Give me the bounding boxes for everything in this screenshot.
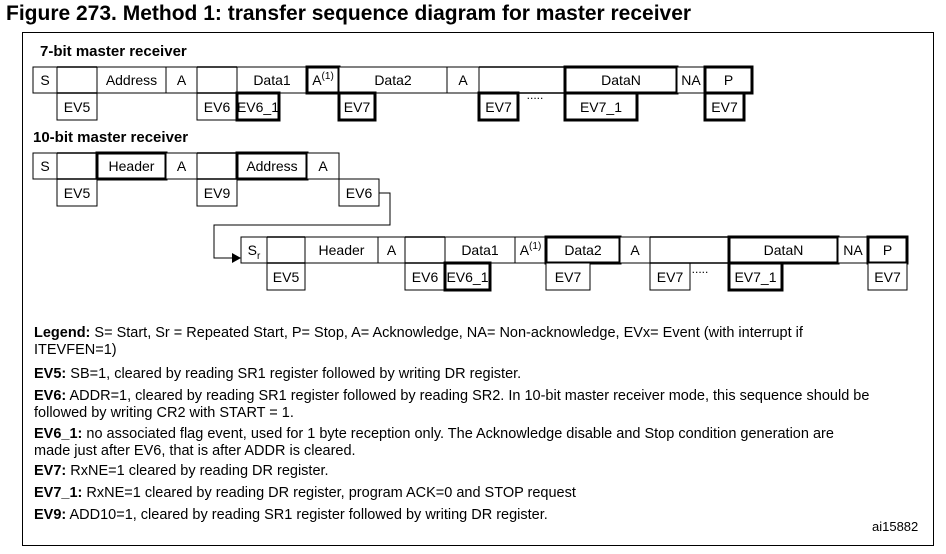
event-box — [266, 262, 306, 291]
frame-box — [619, 236, 651, 264]
frame-label: A — [177, 72, 187, 88]
frame-box — [306, 152, 340, 180]
event-label: EV5 — [64, 185, 91, 201]
frame-box — [240, 236, 268, 264]
frame-box — [32, 152, 58, 180]
event-box — [563, 91, 639, 122]
section-7bit-label: 7-bit master receiver — [40, 43, 187, 60]
frame-box — [703, 65, 754, 95]
frame-box — [96, 66, 167, 94]
event-box — [196, 178, 238, 207]
frame-label: S — [40, 158, 49, 174]
event-box — [545, 262, 591, 291]
frame-box — [563, 65, 679, 95]
continuation-dots: ..... — [527, 88, 544, 102]
event-box — [867, 262, 908, 291]
frame-label: Header — [109, 158, 155, 174]
event-box — [235, 91, 281, 122]
frame-box — [837, 236, 869, 264]
frame-label: NA — [681, 72, 701, 88]
section-10bit-label: 10-bit master receiver — [33, 129, 189, 146]
event-label: EV7 — [485, 99, 512, 115]
frame-label: DataN — [601, 72, 641, 88]
frame-box — [165, 152, 198, 180]
event-box — [649, 262, 691, 291]
event-label: EV7 — [555, 269, 582, 285]
legend-line: Legend: S= Start, Sr = Repeated Start, P… — [34, 325, 803, 358]
arrow-head-icon — [232, 253, 241, 263]
figure-title: Figure 273. Method 1: transfer sequence … — [6, 2, 692, 25]
connector-line — [213, 192, 391, 259]
frame-box — [32, 66, 58, 94]
frame-label: P — [883, 242, 892, 258]
event-box — [703, 91, 746, 122]
event-label: EV7 — [657, 269, 684, 285]
frame-label: A — [387, 242, 397, 258]
event-label: EV6_1 — [446, 269, 488, 285]
event-box — [477, 91, 520, 122]
event-label: EV6 — [412, 269, 439, 285]
frame-label: DataN — [764, 242, 804, 258]
frame-label: Data2 — [564, 242, 602, 258]
event-box — [443, 261, 492, 292]
event-label: EV7_1 — [734, 269, 776, 285]
frame-label: Data1 — [253, 72, 291, 88]
frame-label: A — [630, 242, 640, 258]
frame-box — [676, 66, 706, 94]
event-box — [337, 91, 377, 122]
frame-box — [377, 236, 406, 264]
figure-frame — [22, 32, 934, 546]
frame-box — [304, 236, 379, 264]
frame-box — [236, 66, 308, 94]
frame-box — [165, 66, 198, 94]
frame-box — [446, 66, 480, 94]
frame-label: Data2 — [374, 72, 412, 88]
legend-ev5: EV5: SB=1, cleared by reading SR1 regist… — [34, 366, 522, 382]
event-label: EV7 — [711, 99, 738, 115]
event-label: EV5 — [273, 269, 300, 285]
event-label: EV6_1 — [237, 99, 279, 115]
event-label: EV7 — [874, 269, 901, 285]
figure-code: ai15882 — [872, 519, 919, 534]
frame-label: A — [458, 72, 468, 88]
event-label: EV7_1 — [580, 99, 622, 115]
frame-label: P — [724, 72, 733, 88]
frame-label: A — [318, 158, 328, 174]
event-label: EV9 — [204, 185, 231, 201]
event-label: EV6 — [204, 99, 231, 115]
frame-box — [305, 65, 341, 95]
legend-ev6: EV6: ADDR=1, cleared by reading SR1 regi… — [34, 388, 870, 421]
frame-label: Header — [319, 242, 365, 258]
legend-ev6-1: EV6_1: no associated flag event, used fo… — [34, 426, 834, 459]
frame-label: Data1 — [461, 242, 499, 258]
frame-label: Address — [246, 158, 297, 174]
event-box — [404, 262, 446, 291]
frame-box — [338, 66, 448, 94]
event-label: EV7 — [344, 99, 371, 115]
frame-label: S — [40, 72, 49, 88]
frame-label: A — [177, 158, 187, 174]
event-box — [727, 261, 784, 292]
event-label: EV5 — [64, 99, 91, 115]
continuation-dots: ..... — [692, 262, 709, 276]
event-label: EV6 — [346, 185, 373, 201]
event-box — [56, 92, 98, 121]
legend-ev9: EV9: ADD10=1, cleared by reading SR1 reg… — [34, 507, 548, 523]
legend-ev7-1: EV7_1: RxNE=1 cleared by reading DR regi… — [34, 485, 576, 501]
frame-label: NA — [843, 242, 863, 258]
frame-label: Address — [106, 72, 157, 88]
legend-ev7: EV7: RxNE=1 cleared by reading DR regist… — [34, 463, 329, 479]
